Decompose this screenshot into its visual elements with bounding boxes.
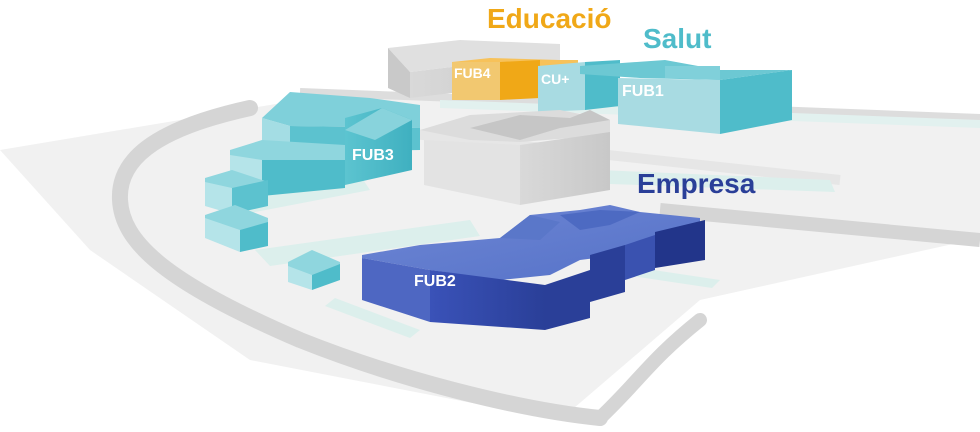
small-teal-building: [288, 250, 340, 290]
building-label-fub4: FUB4: [454, 65, 491, 81]
building-fub4: FUB4: [452, 58, 578, 100]
category-label-educacio: Educació: [487, 3, 611, 34]
building-label-fub1: FUB1: [622, 83, 664, 100]
category-label-empresa: Empresa: [637, 168, 756, 199]
building-fub3: FUB3: [205, 92, 420, 252]
grey-building-center: [420, 110, 610, 205]
building-label-fub3: FUB3: [352, 147, 394, 164]
building-fub2: FUB2: [362, 205, 705, 330]
building-fub1: FUB1: [580, 60, 792, 134]
building-label-fub2: FUB2: [414, 273, 456, 290]
building-label-cu-plus: CU+: [541, 71, 569, 87]
category-label-salut: Salut: [643, 23, 711, 54]
